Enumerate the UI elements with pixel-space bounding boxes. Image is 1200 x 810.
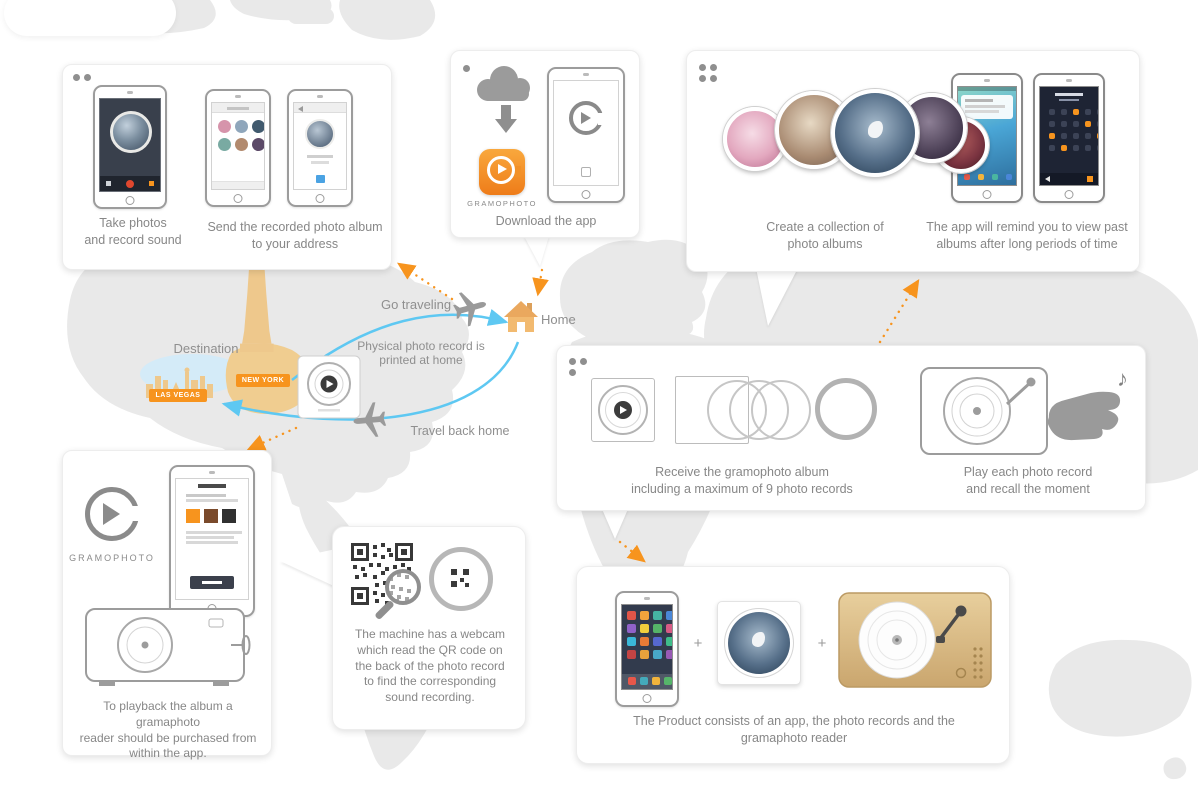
caption-send-album: Send the recorded photo album to your ad… bbox=[207, 220, 383, 251]
download-card-tail bbox=[524, 236, 549, 266]
plus-sign: + bbox=[693, 635, 703, 652]
swan-icon bbox=[752, 632, 765, 647]
caption-remind: The app will remind you to view past alb… bbox=[926, 220, 1128, 251]
hand-icon bbox=[1046, 391, 1121, 441]
connector-download-to-home bbox=[532, 268, 549, 297]
gramophoto-logo-icon bbox=[85, 487, 140, 541]
photo-disc-swan bbox=[831, 89, 919, 177]
home-label: Home bbox=[541, 312, 576, 327]
music-note-icon: ♪ bbox=[1117, 366, 1128, 391]
phone-albums-mockup bbox=[205, 89, 271, 207]
caption-reader: To playback the album a gramaphoto reade… bbox=[79, 699, 257, 761]
step-indicator-2 bbox=[73, 74, 91, 81]
logo-brand-label: GRAMOPHOTO bbox=[69, 553, 155, 563]
caption-qr: The machine has a webcam which read the … bbox=[354, 627, 506, 705]
route-travel-back bbox=[221, 341, 520, 421]
destination-label: Destination bbox=[173, 341, 239, 356]
notification-banner bbox=[961, 95, 1013, 119]
card-collection: Create a collection of photo albums bbox=[686, 50, 1140, 272]
buy-button bbox=[190, 576, 234, 589]
record-back-qr-icon bbox=[429, 547, 493, 611]
record-outline-3 bbox=[751, 380, 811, 440]
collection-card-tail bbox=[756, 268, 798, 326]
home-house-icon bbox=[504, 301, 538, 332]
product-photo-thumb bbox=[186, 509, 200, 523]
connector-receive-to-product bbox=[618, 540, 646, 563]
magnifier-icon bbox=[385, 569, 421, 605]
caption-take-photos: Take photos and record sound bbox=[84, 216, 182, 247]
app-grid bbox=[627, 611, 672, 659]
card-take-photos: Take photos and record sound Send the re… bbox=[62, 64, 392, 270]
turntable-front-icon bbox=[85, 608, 251, 686]
gramophoto-app-icon bbox=[479, 149, 525, 195]
las-vegas-tag: LAS VEGAS bbox=[149, 389, 207, 402]
caption-receive: Receive the gramophoto album including a… bbox=[631, 465, 853, 496]
plane-west-icon bbox=[353, 402, 387, 437]
printed-at-home-label: Physical photo record is printed at home bbox=[357, 339, 485, 367]
record-disc-preview bbox=[110, 111, 152, 153]
app-brand-label: GRAMOPHOTO bbox=[467, 199, 537, 208]
step-indicator-1 bbox=[463, 65, 481, 72]
record-in-sleeve-icon bbox=[591, 378, 655, 442]
crank-handle-icon bbox=[241, 635, 251, 655]
receive-card-tail bbox=[602, 509, 628, 539]
phone-reminder-mockup bbox=[1033, 73, 1105, 203]
caption-product: The Product consists of an app, the phot… bbox=[633, 714, 955, 745]
swan-icon bbox=[868, 121, 883, 138]
caption-download: Download the app bbox=[495, 214, 597, 228]
photo-record-product-icon bbox=[717, 601, 801, 685]
card-receive-play: Receive the gramophoto album including a… bbox=[556, 345, 1146, 511]
plane-east-icon bbox=[453, 292, 486, 327]
connector-to-capture-card bbox=[396, 262, 454, 301]
plus-sign: + bbox=[817, 635, 827, 652]
gramophoto-reader-icon bbox=[838, 592, 992, 688]
cart-icon bbox=[316, 175, 325, 183]
phone-send-mockup bbox=[287, 89, 353, 207]
phone-shop-mockup bbox=[169, 465, 255, 617]
album-thumbnail bbox=[218, 120, 231, 133]
back-arrow-icon bbox=[298, 105, 303, 112]
card-reader: GRAMOPHOTO bbox=[62, 450, 272, 760]
turntable-playing-icon: ♪ bbox=[920, 366, 1128, 455]
connector-receive-to-collection bbox=[878, 278, 920, 344]
reminder-calendar-grid bbox=[1049, 109, 1098, 151]
caption-create-collection: Create a collection of photo albums bbox=[766, 220, 884, 251]
step-indicator-3 bbox=[569, 358, 587, 376]
caption-play: Play each photo record and recall the mo… bbox=[963, 465, 1093, 496]
phone-homescreen-mockup bbox=[615, 591, 679, 707]
card-qr: The machine has a webcam which read the … bbox=[332, 526, 526, 730]
card-download-app: GRAMOPHOTO Download the app bbox=[450, 50, 640, 238]
record-button-icon bbox=[126, 179, 134, 188]
connector-record-to-reader bbox=[246, 426, 298, 451]
card-product: + + bbox=[576, 566, 1010, 764]
step-indicator-4 bbox=[699, 64, 717, 82]
phone-appstore-mockup bbox=[547, 67, 625, 203]
decorative-blob bbox=[4, 0, 176, 36]
record-bold-icon bbox=[815, 378, 877, 440]
new-york-tag: NEW YORK bbox=[236, 374, 290, 387]
phone-camera-mockup bbox=[93, 85, 167, 209]
cloud-download-icon bbox=[477, 66, 530, 133]
printed-record-icon bbox=[297, 355, 361, 419]
qr-card-tail bbox=[280, 549, 336, 587]
travel-back-label: Travel back home bbox=[410, 424, 510, 438]
go-traveling-label: Go traveling bbox=[380, 297, 452, 312]
